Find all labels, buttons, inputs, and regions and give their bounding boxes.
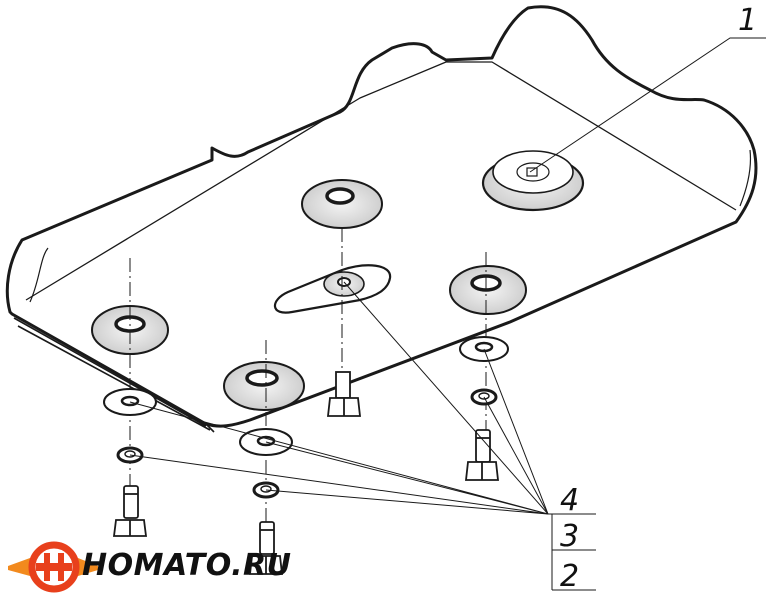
callout-number-1: 1 — [738, 3, 757, 38]
bolts — [112, 371, 500, 575]
logo-wing-right — [78, 558, 98, 576]
brand-logo-icon — [8, 541, 98, 593]
brand-logo-text[interactable]: HOMATO.RU — [82, 548, 292, 583]
callout-number-4: 4 — [560, 483, 579, 518]
mounting-boss-front — [223, 361, 305, 411]
callout-stack — [548, 513, 596, 591]
mounting-boss-top — [301, 179, 383, 229]
leader-line-part4 — [129, 281, 549, 515]
drain-hatch — [481, 150, 585, 212]
bolt — [464, 429, 500, 481]
bolt — [112, 485, 148, 537]
bolt — [326, 371, 362, 417]
logo-wing-left — [8, 558, 30, 576]
leader-line-part1 — [529, 37, 766, 173]
skid-plate-outline — [5, 5, 758, 428]
skid-plate — [5, 5, 758, 433]
leader-lines — [129, 37, 766, 591]
callout-number-3: 3 — [560, 519, 579, 554]
mounting-bosses — [91, 179, 527, 411]
slot-washer — [323, 271, 365, 297]
leader-line-part3 — [129, 396, 549, 515]
skid-plate-bend-line — [25, 61, 737, 301]
skid-plate-front-flange — [13, 317, 215, 433]
skid-plate-inner-edge — [29, 149, 752, 303]
callout-number-2: 2 — [560, 559, 579, 594]
mounting-boss-right — [449, 265, 527, 315]
bolt — [248, 521, 284, 575]
